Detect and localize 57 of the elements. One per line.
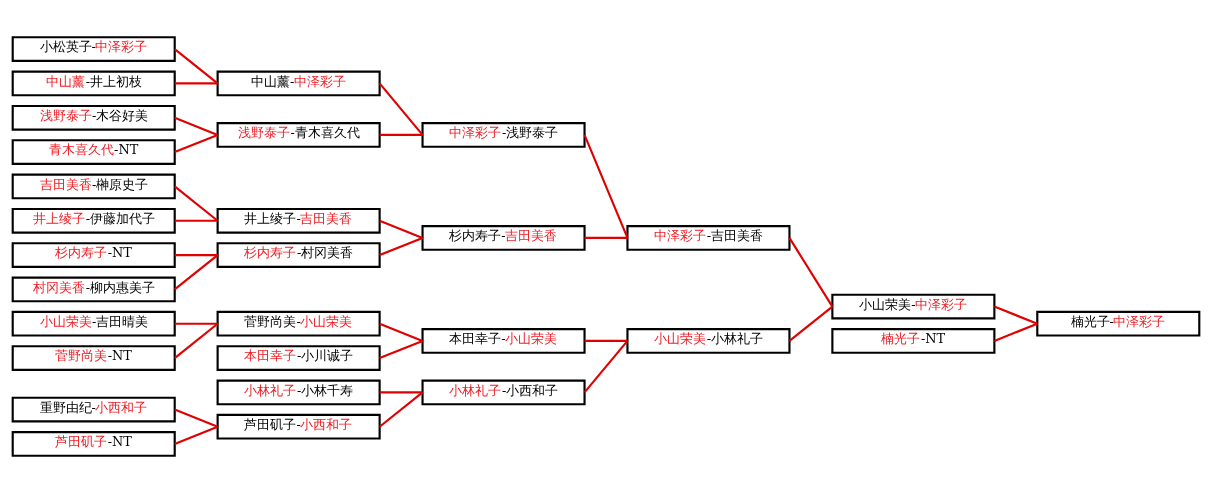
node-box: 小山荣美-中泽彩子 xyxy=(831,293,996,320)
connector xyxy=(583,340,629,394)
connector xyxy=(994,322,1038,342)
connector xyxy=(378,82,424,136)
node-box: 重野由纪-小西和子 xyxy=(11,396,176,423)
node-box: 村冈美香-柳内惠美子 xyxy=(11,276,176,303)
connector xyxy=(379,219,423,239)
node-box: 浅野泰子-青木喜久代 xyxy=(216,122,381,148)
node-box: 中泽彩子-浅野泰子 xyxy=(421,122,586,148)
connector xyxy=(174,219,218,222)
node-box: 杉内寿子-吉田美香 xyxy=(421,225,586,251)
connector xyxy=(583,134,629,239)
node-box: 楠光子-NT xyxy=(831,328,996,354)
connector xyxy=(174,254,219,291)
connector xyxy=(379,236,423,257)
node-box: 井上绫子-吉田美香 xyxy=(216,207,381,234)
node-box: 中山薰-井上初枝 xyxy=(11,70,176,97)
node-box: 楠光子-中泽彩子 xyxy=(1036,310,1201,337)
connector xyxy=(174,185,219,222)
node-box: 芦田矶子-NT xyxy=(11,431,176,457)
connector xyxy=(174,322,219,359)
node-box: 青木喜久代-NT xyxy=(11,139,176,165)
node-box: 浅野泰子-木谷好美 xyxy=(11,104,176,131)
connector xyxy=(378,391,424,428)
connector xyxy=(379,339,423,360)
connector xyxy=(584,339,628,342)
connector xyxy=(174,425,218,445)
node-box: 井上绫子-伊藤加代子 xyxy=(11,207,176,234)
node-box: 中山薰-中泽彩子 xyxy=(216,70,381,97)
connector xyxy=(174,254,218,257)
node-box: 本田幸子-小山荣美 xyxy=(421,328,586,354)
node-box: 小松英子-中泽彩子 xyxy=(11,36,176,62)
node-box: 小林礼子-小林千寿 xyxy=(216,379,381,406)
connector xyxy=(379,133,423,136)
node-box: 杉内寿子-NT xyxy=(11,242,176,268)
node-box: 中泽彩子-吉田美香 xyxy=(626,225,791,251)
connector xyxy=(174,322,218,325)
connector xyxy=(174,116,218,136)
node-box: 小山荣美-吉田晴美 xyxy=(11,310,176,337)
node-box: 菅野尚美-NT xyxy=(11,345,176,371)
node-box: 芦田矶子-小西和子 xyxy=(216,413,381,440)
node-box: 杉内寿子-村冈美香 xyxy=(216,242,381,268)
connector xyxy=(788,305,834,342)
connector xyxy=(379,391,423,394)
node-box: 本田幸子-小川诚子 xyxy=(216,345,381,371)
connector xyxy=(174,133,218,154)
connector xyxy=(174,408,218,428)
node-box: 菅野尚美-小山荣美 xyxy=(216,310,381,337)
connector xyxy=(788,237,834,308)
connector xyxy=(174,82,218,85)
node-box: 小山荣美-小林礼子 xyxy=(626,328,791,354)
connector xyxy=(174,48,219,85)
connector xyxy=(584,236,628,239)
node-box: 吉田美香-榊原史子 xyxy=(11,173,176,200)
node-box: 小林礼子-小西和子 xyxy=(421,379,586,406)
connector xyxy=(994,305,1038,325)
connector xyxy=(379,322,423,342)
